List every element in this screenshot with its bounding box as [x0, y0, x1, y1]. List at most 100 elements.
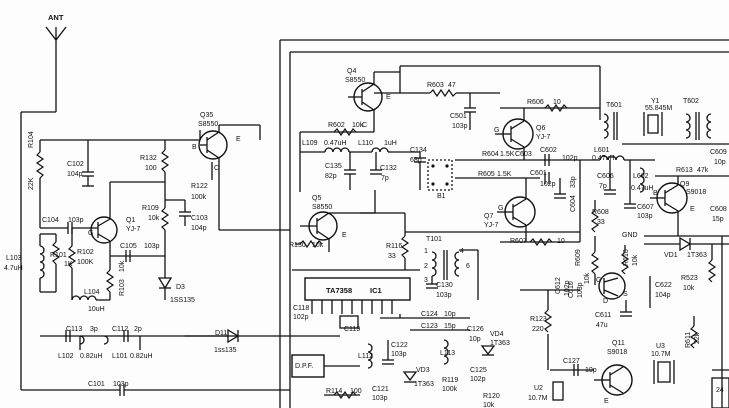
r523-ref: R523 — [681, 275, 698, 282]
c134-ref: C134 — [410, 147, 427, 154]
u2-ref: U2 — [534, 385, 543, 392]
r101-ref: R101 — [50, 252, 67, 259]
c130-ref: C130 — [436, 282, 453, 289]
c607-ref: C607 — [637, 204, 654, 211]
l102-value: 0.82uH — [80, 353, 103, 360]
c127-value: 10p — [585, 367, 597, 374]
c606-value: 7p — [599, 183, 607, 190]
q11-ref: Q11 — [612, 340, 625, 347]
c121-value: 103p — [372, 395, 388, 402]
c610-value: 103p — [577, 282, 584, 298]
r613-value: 47k — [697, 167, 709, 174]
r613-ref: R613 — [676, 167, 693, 174]
c132-value: 7p — [381, 175, 389, 182]
c611-ref: C611 — [595, 312, 611, 319]
crystal-section: T601 Y1 55.845M T602 — [599, 66, 729, 145]
c611-value: 47u — [596, 322, 608, 329]
c608-value: 15p — [712, 216, 724, 223]
l103-value: 4.7uH — [4, 265, 23, 272]
l104-value: 10uH — [88, 306, 105, 313]
t101-pin-4: 4 — [460, 248, 464, 255]
ic1-part: TA7358 — [326, 286, 352, 295]
d3-part: 1SS135 — [170, 297, 195, 304]
q35-part: S8550 — [198, 121, 218, 128]
u3-value: 10.7M — [651, 351, 671, 358]
q11-part: S9018 — [607, 349, 627, 356]
r611-value: 22k — [694, 332, 701, 344]
c602-ref: C602 — [540, 147, 557, 154]
vd1-ref: VD1 — [664, 252, 678, 259]
c101-value: 103p — [113, 381, 129, 388]
d3-ref: D3 — [176, 284, 185, 291]
c112-ref: C112 — [112, 326, 128, 333]
q6-pin-g: G — [494, 127, 499, 134]
c602-value: 102p — [562, 155, 578, 162]
q1-part: YJ-7 — [126, 226, 141, 233]
l101-ref: L101 — [112, 353, 128, 360]
l101-value: 0.82uH — [130, 353, 153, 360]
r123-value: 220 — [532, 326, 544, 333]
l102-ref: L102 — [58, 353, 74, 360]
q9-part: S9018 — [686, 189, 706, 196]
c113-ref: C113 — [66, 326, 82, 333]
r606-ref: R606 — [527, 99, 544, 106]
r109-value: 10k — [148, 215, 160, 222]
t101-pin-2: 2 — [424, 263, 428, 270]
c612-value: 102p — [564, 280, 571, 296]
r132-value: 100 — [145, 165, 157, 172]
r604-value: 1.5K — [500, 151, 515, 158]
r604-ref: R604 — [482, 151, 499, 158]
q35-ref: Q35 — [200, 112, 213, 119]
c130-value: 103p — [436, 292, 452, 299]
c127-ref: C127 — [563, 358, 580, 365]
r610-ref: R610 — [623, 249, 630, 266]
c122-value: 103p — [391, 351, 407, 358]
r102-value: 100K — [77, 259, 94, 266]
y1-ref: Y1 — [651, 98, 660, 105]
c609-value: 10p — [714, 159, 726, 166]
l601-ref: L601 — [594, 147, 610, 154]
r606-value: 10 — [553, 99, 561, 106]
l104-ref: L104 — [84, 289, 100, 296]
r103-value: 10k — [119, 260, 126, 272]
fet-pin-d: D — [603, 298, 608, 305]
r608-value: 33 — [597, 219, 605, 226]
r602-value: 10k — [352, 122, 364, 129]
dpf-label: D.P.F. — [295, 363, 313, 370]
r101-value: 1K — [64, 261, 73, 268]
l601-value: 0.47uH — [592, 155, 615, 162]
r119-ref: R119 — [442, 377, 458, 384]
c123-ref: C123 — [421, 323, 438, 330]
q5-pin-e: E — [342, 232, 347, 239]
d11-part: 1ss135 — [214, 347, 237, 354]
c125-ref: C125 — [470, 367, 487, 374]
c622-ref: C622 — [655, 282, 672, 289]
r602-ref: R602 — [328, 122, 345, 129]
vd1-part: 1T363 — [687, 252, 707, 259]
vd3-ref: VD3 — [416, 367, 430, 374]
t101-pin-1: 1 — [424, 248, 428, 255]
c102-ref: C102 — [67, 161, 84, 168]
t101-ref: T101 — [426, 236, 442, 243]
r122-ref: R122 — [191, 183, 208, 190]
r120-ref: R120 — [483, 393, 500, 400]
q5-part: S8550 — [312, 204, 332, 211]
q9-pin-e: E — [690, 206, 695, 213]
r132-ref: R132 — [140, 155, 157, 162]
q35-pin-c: C — [214, 165, 219, 172]
r123-ref: R123 — [530, 316, 547, 323]
c601-value: 102p — [540, 181, 556, 188]
t602-ref: T602 — [683, 98, 699, 105]
c102-value: 104p — [67, 171, 83, 178]
r610-value: 10k — [632, 254, 639, 266]
r120-value: 10k — [483, 402, 495, 408]
q1-ref: Q1 — [126, 217, 135, 224]
c104-value: 103p — [68, 217, 84, 224]
c622-value: 104p — [655, 292, 671, 299]
r611-ref: R611 — [685, 332, 692, 348]
fet-pin-g: G — [596, 277, 601, 284]
q6-ref: Q6 — [536, 125, 545, 132]
c609-ref: C609 — [710, 149, 727, 156]
detector-section: R609 10k R610 10k G S D C610 103p C611 4… — [520, 236, 729, 408]
c124-value: 10p — [444, 311, 456, 318]
